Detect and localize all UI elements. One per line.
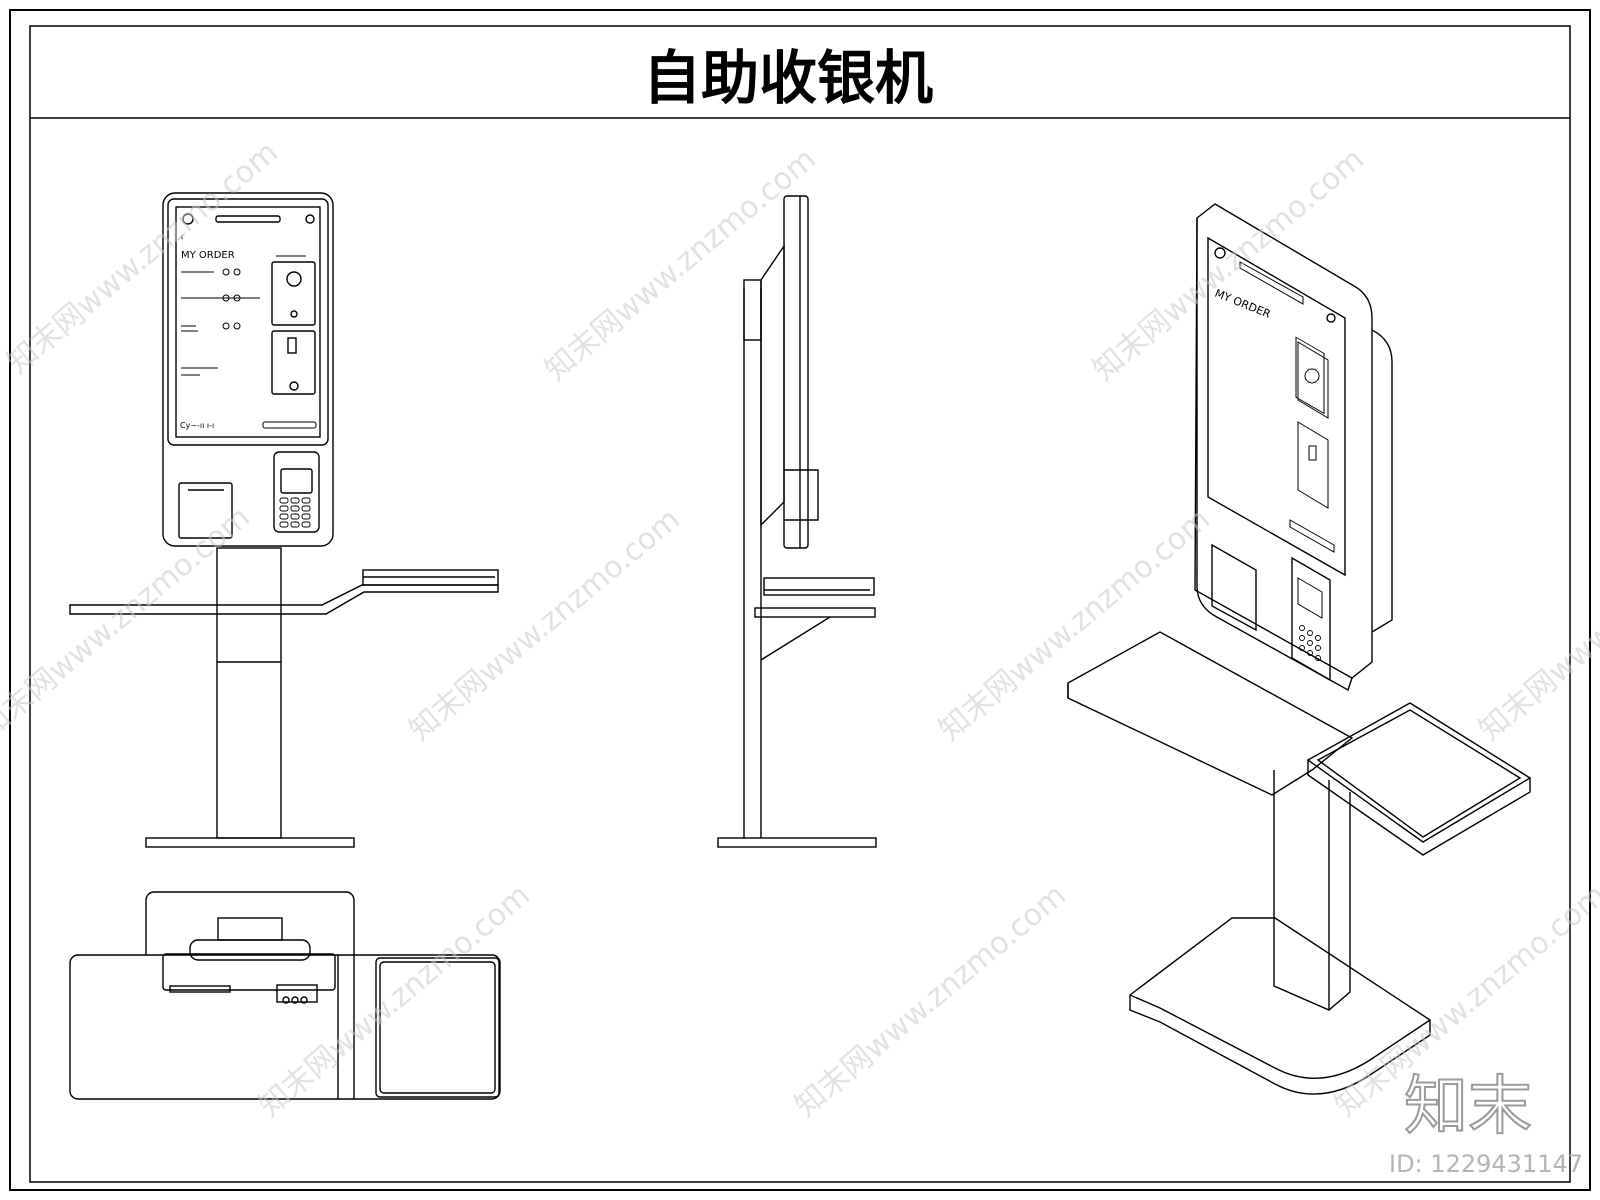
front-back-symbol: ‹: [180, 232, 184, 243]
front-base-plate: [145, 837, 355, 848]
side-kiosk-back: [760, 243, 785, 527]
watermark-text: 知末网www.znzmo.com: [253, 878, 537, 1124]
watermark-text: 知末网www.znzmo.com: [933, 502, 1217, 748]
front-stand-column: [216, 547, 282, 839]
iso-column: [1273, 770, 1351, 1012]
front-order-heading: MY ORDER: [181, 250, 235, 261]
watermark-text: 知末网www.znzmo.com: [539, 142, 823, 388]
top-shelf-outline: [69, 954, 501, 1100]
iso-product-card-2: [1297, 421, 1329, 509]
iso-product-card-1: [1295, 336, 1325, 415]
iso-base-plate: [1129, 917, 1431, 1095]
side-kiosk-screen: [783, 195, 809, 549]
top-kiosk-body: [162, 953, 336, 991]
isometric-view: [1067, 203, 1532, 1095]
watermark-text: 知末网www.znzmo.com: [1087, 142, 1371, 388]
front-view: [69, 192, 499, 848]
front-kiosk-body: [162, 192, 334, 547]
watermark-text: 知末网www.znzmo.com: [789, 878, 1073, 1124]
iso-receipt-printer: [1211, 543, 1257, 632]
iso-shelf: [1067, 631, 1354, 796]
top-stand-base: [145, 891, 355, 1099]
front-footer-text: Cy~-ıı ı-ı: [180, 421, 214, 430]
sheet-title: 自助收银机: [643, 44, 933, 112]
watermark-text: 知末网www.znzmo.com: [0, 500, 257, 746]
iso-screen: [1207, 236, 1346, 577]
iso-card-reader: [1291, 556, 1331, 682]
image-id-label: ID: 1229431147: [1389, 1150, 1583, 1178]
front-card-reader: [273, 451, 320, 533]
front-product-card-1: [271, 261, 316, 326]
front-shelf: [69, 584, 499, 615]
side-view: [717, 195, 877, 848]
watermark-text: 知末网www.znzmo.com: [403, 502, 687, 748]
side-base-plate: [717, 837, 877, 848]
front-product-card-2: [271, 330, 316, 395]
sheet-frame: [9, 9, 1591, 1191]
side-stand-column: [743, 288, 762, 838]
brand-logo: 知末: [1404, 1070, 1532, 1144]
watermark-text: 知末网www.znzmo.com: [1, 135, 285, 381]
watermark-text: 知末网www.znzmo.com: [1473, 502, 1600, 748]
front-screen: [175, 206, 321, 438]
front-receipt-printer: [178, 482, 233, 539]
iso-kiosk-body: [1194, 203, 1373, 679]
top-tray: [375, 957, 500, 1098]
top-view: [69, 891, 501, 1100]
side-shelf: [754, 607, 876, 618]
